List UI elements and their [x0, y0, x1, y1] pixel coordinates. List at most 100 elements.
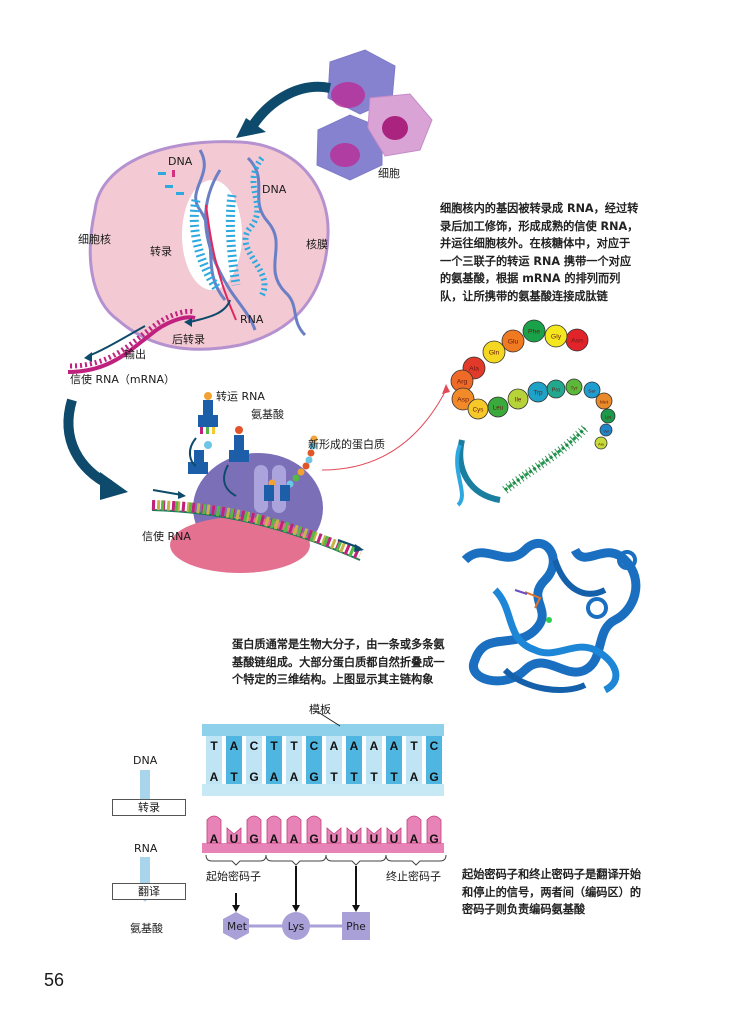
- coding-base: A: [210, 770, 219, 784]
- amino-acid-bead-label: Glu: [508, 339, 519, 346]
- mrna-base: G: [249, 832, 258, 846]
- coding-base: A: [290, 770, 299, 784]
- mrna-base: G: [429, 832, 438, 846]
- dna-strand-main: [194, 149, 227, 301]
- mrna-base: A: [270, 832, 279, 846]
- ribosome-small-subunit: [170, 517, 310, 573]
- amino-acid-bead-label: Ser: [588, 389, 596, 395]
- base-pair: [326, 736, 342, 784]
- nascent-protein-icon: [268, 435, 318, 488]
- amino-acid-bead: [544, 324, 568, 348]
- amino-acid-label: 氨基酸: [251, 408, 284, 421]
- transcription-label: 转录: [150, 245, 172, 258]
- base-pair: [206, 736, 222, 784]
- export-label: 输出: [124, 348, 146, 361]
- amino-acid-bead-label: Trp: [533, 390, 543, 397]
- flow-amino-acid: 氨基酸: [130, 922, 163, 935]
- amino-acid-bead-label: Arg: [457, 379, 468, 386]
- base-pair: [426, 736, 442, 784]
- mrna-base-shape: [306, 815, 322, 844]
- start-codon-label: 起始密码子: [206, 870, 261, 883]
- coding-base: A: [410, 770, 419, 784]
- mrna-base: G: [309, 832, 318, 846]
- stop-codon-label: 终止密码子: [386, 870, 441, 883]
- base-pair: [366, 736, 382, 784]
- trna-label: 转运 RNA: [216, 390, 265, 403]
- lys-circle: [282, 912, 310, 940]
- flow-arrows-svg: [134, 770, 156, 902]
- cell-pink-nucleus: [382, 116, 408, 140]
- base-pair: [306, 736, 322, 784]
- template-backbone: [202, 724, 444, 736]
- template-label: 模板: [309, 703, 331, 716]
- amino-acid-bead-label: Met: [600, 400, 609, 406]
- mrna-base-shape: [426, 815, 442, 844]
- amino-acid-bead: [595, 392, 613, 410]
- description-transcription: 细胞核内的基因被转录成 RNA，经过转录后加工修饰，形成成熟的信使 RNA，并运…: [440, 202, 639, 303]
- base-pair: [386, 736, 402, 784]
- mrna-base-shape: [206, 815, 222, 844]
- template-base: T: [210, 739, 218, 753]
- post-transcription-arrow: [189, 299, 231, 323]
- template-base: A: [330, 739, 339, 753]
- arrow-cells-to-nucleus: [245, 81, 331, 133]
- coding-base: G: [249, 770, 258, 784]
- trna-icon-2: [188, 441, 212, 474]
- protein-ribbon-svg: [461, 539, 641, 694]
- flow-step-transcription: 转录: [112, 799, 186, 816]
- amino-acid-bead: [522, 319, 546, 343]
- mrna-base-shape: [366, 827, 382, 844]
- description-protein: 蛋白质通常是生物大分子，由一条或多条氨基酸链组成。大部分蛋白质都自然折叠成一个特…: [232, 638, 445, 686]
- new-protein-label: 新形成的蛋白质: [308, 438, 385, 451]
- coding-base: T: [370, 770, 378, 784]
- amino-acid-bead-label: Asp: [457, 397, 469, 404]
- amino-acid-bead-label: Phe: [528, 329, 540, 336]
- coding-base: G: [309, 770, 318, 784]
- alpha-helix: [504, 426, 587, 492]
- mrna-base: A: [210, 832, 219, 846]
- template-base: T: [410, 739, 418, 753]
- template-base: C: [310, 739, 319, 753]
- amino-acid-bead-label: Val: [603, 429, 609, 434]
- mrna-backbone: [202, 843, 444, 853]
- description-codons: 起始密码子和终止密码子是翻译开始和停止的信号，两者间（编码区）的密码子则负责编码…: [462, 868, 642, 916]
- mrna-export: [67, 315, 196, 374]
- flow-rna: RNA: [134, 842, 158, 855]
- coding-base: G: [429, 770, 438, 784]
- mrna-base-shape: [406, 815, 422, 844]
- coding-base: T: [330, 770, 338, 784]
- amino-acid-bead-label: Tyr: [571, 386, 578, 392]
- coding-base: T: [350, 770, 358, 784]
- amino-acid-bead: [507, 388, 529, 410]
- template-base: C: [250, 739, 259, 753]
- amino-acid-bead-label: Lys: [605, 415, 612, 420]
- amino-acid-bead: [583, 381, 601, 399]
- template-base: A: [230, 739, 239, 753]
- cell-group-icon: [316, 49, 433, 181]
- mrna-base-shape: [246, 815, 262, 844]
- nuclear-membrane-label: 核膜: [306, 238, 328, 251]
- flow-chart: DNA 转录 RNA 翻译 氨基酸: [100, 740, 200, 940]
- coding-base: A: [270, 770, 279, 784]
- mrna-label: 信使 RNA（mRNA）: [70, 373, 176, 386]
- protein-3d-structure: [445, 520, 655, 700]
- mrna-base-shape: [386, 827, 402, 844]
- amino-acid-bead-label: Cys: [473, 407, 484, 414]
- dna-label-top: DNA: [168, 155, 193, 168]
- mrna-base-shape: [326, 827, 342, 844]
- amino-acid-bead: [482, 340, 506, 364]
- amino-acid-bead-label: Ala: [469, 366, 479, 373]
- amino-phe: Phe: [346, 921, 366, 933]
- mrna-base-shape: [346, 827, 362, 844]
- ribosome-mrna-label: 信使 RNA: [142, 530, 191, 543]
- base-pair: [266, 736, 282, 784]
- mrna-base: U: [370, 832, 379, 846]
- base-pair: [286, 736, 302, 784]
- template-base: A: [370, 739, 379, 753]
- flow-dna: DNA: [133, 754, 158, 767]
- trna-icon-3: [229, 426, 249, 462]
- post-transcription-label: 后转录: [172, 333, 205, 346]
- coding-backbone: [202, 784, 444, 796]
